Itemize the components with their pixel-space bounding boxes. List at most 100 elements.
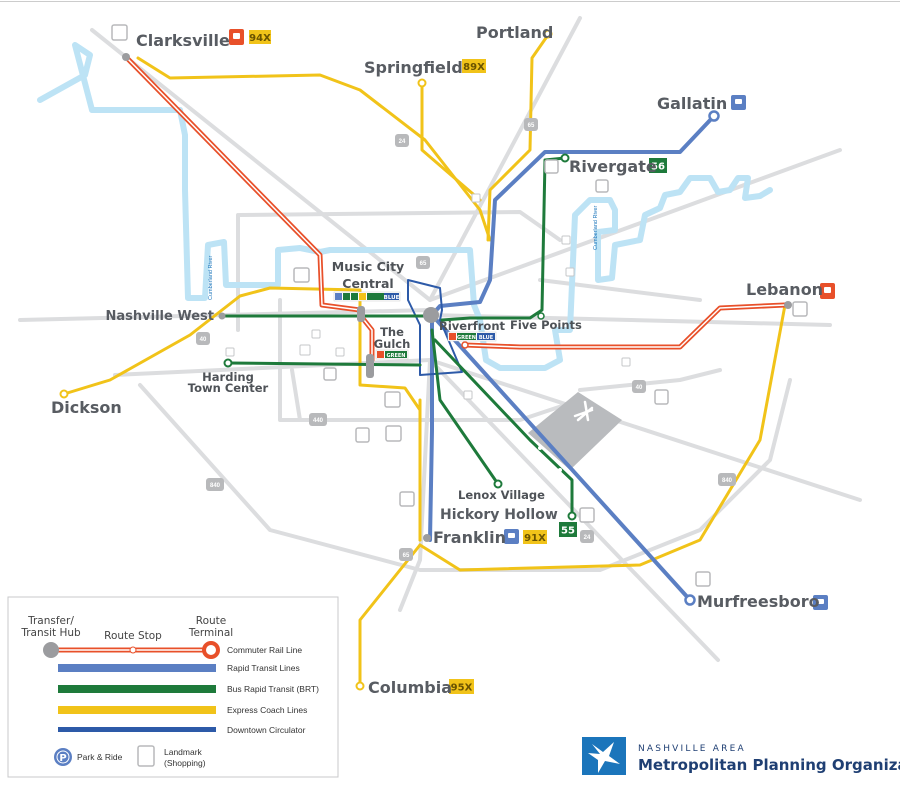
shield-i24-north: 24 xyxy=(395,134,409,147)
landmark-icon xyxy=(137,745,155,767)
river-label-east: Cumberland River xyxy=(593,206,599,250)
music-city-central-badges: BLUE xyxy=(333,291,401,302)
label-lenox-village: Lenox Village xyxy=(458,488,545,502)
svg-text:Transit Hub: Transit Hub xyxy=(20,627,81,639)
shield-i840-west: 840 xyxy=(206,478,224,491)
label-columbia: Columbia xyxy=(368,678,452,697)
riverfront-rail-terminal xyxy=(461,341,469,349)
landmark-icon xyxy=(544,159,559,174)
badge-91x: 91X xyxy=(524,533,546,544)
landmark-icon xyxy=(654,389,669,405)
label-music-city: Music City xyxy=(332,259,404,274)
landmark-icons xyxy=(111,24,808,587)
svg-text:40: 40 xyxy=(636,385,643,391)
svg-text:P: P xyxy=(59,753,66,764)
landmark-icon xyxy=(792,301,808,317)
svg-text:40: 40 xyxy=(200,337,207,343)
label-franklin: Franklin xyxy=(433,528,506,547)
svg-text:24: 24 xyxy=(399,139,406,145)
landmark-icon xyxy=(323,367,337,381)
svg-text:24: 24 xyxy=(584,535,591,541)
clarksville-hub xyxy=(122,53,130,61)
express-coach-lines xyxy=(62,33,787,688)
label-nashville-west: Nashville West xyxy=(106,309,214,324)
badge-89x: 89X xyxy=(463,62,485,73)
svg-text:65: 65 xyxy=(528,123,535,129)
svg-text:Commuter Rail Line: Commuter Rail Line xyxy=(227,645,302,655)
shield-i24-south: 24 xyxy=(580,530,594,543)
svg-text:840: 840 xyxy=(722,478,733,484)
label-lebanon: Lebanon xyxy=(746,280,823,299)
svg-text:Route: Route xyxy=(196,615,226,627)
legend-terminal-icon xyxy=(202,641,220,659)
landmark-icon xyxy=(399,491,415,507)
svg-text:840: 840 xyxy=(210,483,221,489)
svg-text:65: 65 xyxy=(420,261,427,267)
svg-text:Express Coach Lines: Express Coach Lines xyxy=(227,705,307,715)
commuter-rail-lines xyxy=(123,54,788,363)
badge-94x: 94X xyxy=(249,33,271,44)
gulch-badges: GREEN xyxy=(375,349,409,360)
svg-text:65: 65 xyxy=(403,553,410,559)
label-springfield: Springfield xyxy=(364,58,463,77)
landmark-icon xyxy=(385,425,402,442)
label-harding-town-center: Town Center xyxy=(188,381,269,395)
place-labels: Clarksville Portland Springfield Gallati… xyxy=(51,23,823,697)
airport xyxy=(528,392,622,470)
label-gallatin: Gallatin xyxy=(657,94,727,113)
hickory-hollow-terminal xyxy=(567,511,577,521)
lenox-village-terminal xyxy=(493,479,503,489)
label-harding: Harding xyxy=(202,370,254,384)
riverfront-badges: GREEN BLUE xyxy=(447,331,497,342)
svg-text:Downtown Circulator: Downtown Circulator xyxy=(227,725,306,735)
shield-i65-central: 65 xyxy=(416,256,430,269)
landmark-icon xyxy=(579,507,595,523)
riverfront-hub xyxy=(423,307,439,323)
svg-text:440: 440 xyxy=(313,418,324,424)
svg-text:(Shopping): (Shopping) xyxy=(164,758,206,768)
dickson-terminal xyxy=(59,389,69,399)
svg-text:Transfer/: Transfer/ xyxy=(27,615,74,627)
shield-i65-south: 65 xyxy=(399,548,413,561)
gulch-hub xyxy=(366,354,374,378)
label-rivergate: Rivergate xyxy=(569,157,657,176)
harding-terminal xyxy=(223,358,233,368)
svg-text:BLUE: BLUE xyxy=(384,295,400,301)
downtown-circulator xyxy=(407,279,463,376)
badge-55: 55 xyxy=(561,526,575,537)
legend-hub-icon xyxy=(43,642,59,658)
svg-text:Terminal: Terminal xyxy=(188,627,233,639)
svg-text:BLUE: BLUE xyxy=(479,335,494,341)
rapid-transit-lines xyxy=(428,114,716,602)
rivergate-terminal xyxy=(560,153,570,163)
legend: Transfer/ Transit Hub Route Stop Route T… xyxy=(7,596,339,778)
svg-text:GREEN: GREEN xyxy=(457,335,476,341)
label-five-points: Five Points xyxy=(510,318,582,332)
label-riverfront: Riverfront xyxy=(439,319,506,333)
svg-text:NASHVILLE AREA: NASHVILLE AREA xyxy=(638,744,746,754)
landmark-icon xyxy=(695,571,711,587)
gallatin-terminal xyxy=(708,110,720,122)
mode-badges: 94X 89X 56 91X 55 95X xyxy=(229,29,835,694)
nashville-west-hub xyxy=(218,312,226,320)
portland-terminal xyxy=(543,29,553,39)
springfield-terminal xyxy=(417,78,427,88)
landmark-icon xyxy=(384,391,401,408)
label-portland: Portland xyxy=(476,23,553,42)
five-points-stop xyxy=(537,312,545,320)
road-network xyxy=(18,16,862,662)
franklin-hub xyxy=(423,534,431,542)
label-clarksville: Clarksville xyxy=(136,31,230,50)
shield-i65-north: 65 xyxy=(524,118,538,131)
transit-stops xyxy=(59,29,792,691)
svg-text:Route Stop: Route Stop xyxy=(104,630,162,642)
river-label-west: Cumberland River xyxy=(208,256,214,300)
landmark-icon xyxy=(111,24,128,41)
music-city-central-hub xyxy=(357,306,365,322)
lebanon-hub xyxy=(784,301,792,309)
shield-i40-west: 40 xyxy=(196,332,210,345)
label-murfreesboro: Murfreesboro xyxy=(697,592,820,611)
highway-shields: 24 65 65 40 40 440 840 840 65 24 xyxy=(196,118,736,561)
landmark-icon xyxy=(293,267,310,283)
